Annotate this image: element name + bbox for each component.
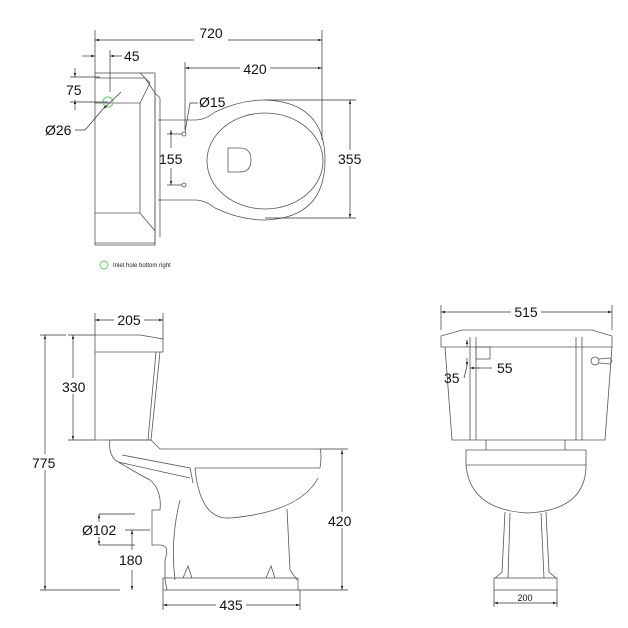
plan-bowl-outline	[158, 99, 326, 221]
dim-label-355: 355	[338, 151, 362, 167]
dim-label-45: 45	[124, 48, 140, 64]
dim-label-55: 55	[497, 360, 513, 376]
dim-200: 200	[493, 590, 558, 607]
dim-label-435: 435	[219, 597, 243, 613]
dim-720: 720	[94, 25, 323, 140]
dim-515: 515	[440, 304, 613, 330]
plan-view: 720 45 75 Ø26 420 Ø15	[45, 25, 364, 270]
dim-75: 75	[66, 68, 108, 110]
dim-diameter-15: Ø15	[184, 94, 226, 133]
dim-435: 435	[162, 590, 301, 613]
dim-label-35: 35	[444, 370, 460, 386]
dim-155: 155	[159, 130, 183, 186]
front-view: 515 35 55 200	[440, 304, 613, 607]
dim-label-720: 720	[199, 25, 223, 41]
dim-label-420-plan: 420	[243, 61, 267, 77]
dim-label-515: 515	[514, 304, 538, 320]
dim-label-200: 200	[517, 593, 532, 603]
dim-label-75: 75	[66, 82, 82, 98]
dim-diameter-102: Ø102	[82, 513, 135, 546]
dim-label-102: Ø102	[82, 522, 116, 538]
dim-35: 35	[444, 340, 469, 386]
legend-label: Inlet hole bottom right	[113, 263, 171, 269]
dim-420-side: 420	[298, 448, 357, 591]
dim-label-15: Ø15	[199, 94, 226, 110]
dim-55: 55	[470, 360, 513, 376]
dim-330: 330	[60, 334, 95, 441]
dim-205: 205	[94, 312, 164, 339]
front-pan-outline	[465, 440, 587, 591]
dim-label-205: 205	[117, 312, 141, 328]
dim-420-plan: 420	[184, 60, 322, 130]
dim-label-330: 330	[62, 379, 86, 395]
side-cistern-outline	[94, 334, 164, 441]
side-pan-outline	[109, 439, 322, 591]
legend-inlet-swatch	[99, 260, 109, 270]
dim-355: 355	[265, 99, 364, 219]
legend: Inlet hole bottom right	[99, 260, 171, 270]
side-view: 205 330 775 Ø102 180	[30, 312, 357, 613]
front-cistern-outline	[440, 329, 613, 441]
dim-label-775: 775	[32, 455, 56, 471]
dim-label-180: 180	[119, 552, 143, 568]
dim-diameter-26: Ø26	[45, 91, 122, 138]
dim-label-155: 155	[159, 151, 183, 167]
dim-45: 45	[82, 48, 140, 92]
dim-label-420-side: 420	[328, 513, 352, 529]
dim-775: 775	[30, 334, 120, 591]
dim-label-26: Ø26	[45, 122, 72, 138]
dim-180: 180	[119, 529, 150, 590]
plan-cistern-outline	[94, 72, 161, 246]
